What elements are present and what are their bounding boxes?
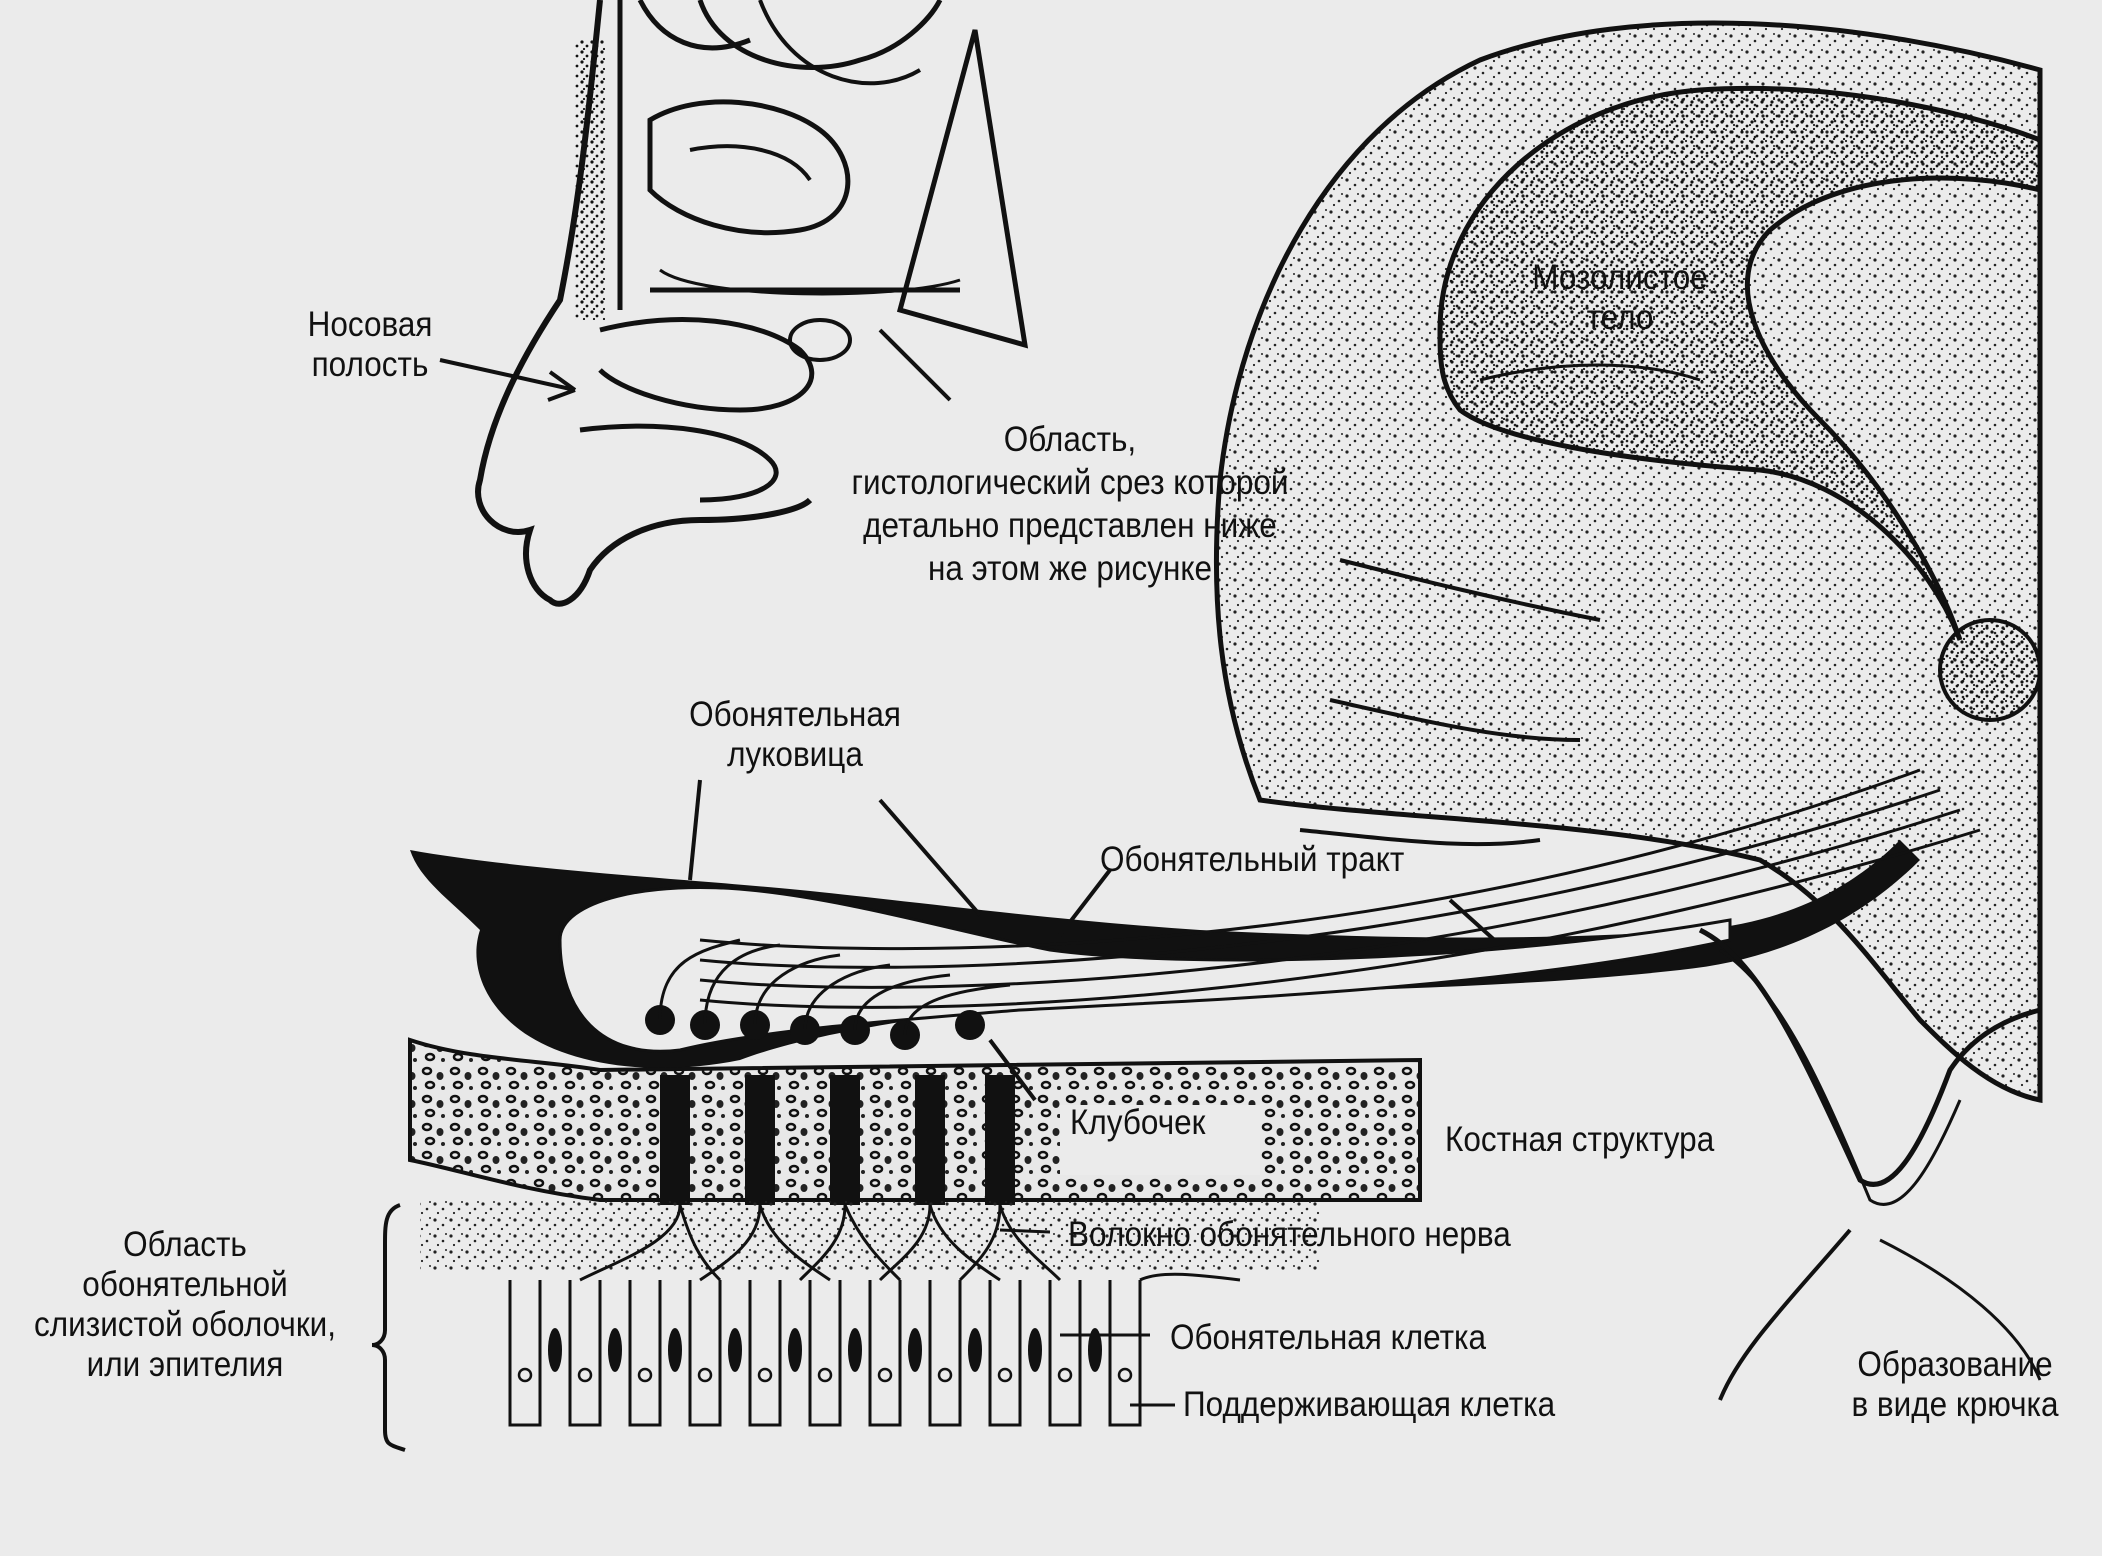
olfactory-epithelium: [371, 1200, 1320, 1452]
label-line: луковица: [727, 735, 863, 774]
label-nerve-fiber: Волокно обонятельного нерва: [1068, 1215, 1511, 1254]
label-line: в виде крючка: [1851, 1385, 2059, 1424]
label-line: Обонятельная: [689, 695, 901, 734]
label-glomerulus: Клубочек: [1070, 1103, 1206, 1142]
label-line: на этом же рисунке: [927, 549, 1213, 588]
bone-structure: [408, 1037, 1422, 1205]
olfactory-bulb: [410, 768, 2042, 1401]
label-line: Мозолистое: [1532, 258, 1708, 297]
label-olfactory-cell: Обонятельная клетка: [1170, 1318, 1486, 1357]
label-line: слизистой оболочки,: [34, 1305, 336, 1344]
label-nasal-cavity: Носовая полость: [298, 305, 442, 385]
label-olfactory-bulb: Обонятельная луковица: [674, 695, 917, 775]
label-olfactory-tract: Обонятельный тракт: [1100, 840, 1405, 879]
label-supporting-cell: Поддерживающая клетка: [1183, 1385, 1556, 1424]
label-line: Область,: [1003, 420, 1137, 459]
mitral-cells: [645, 938, 1011, 1050]
label-line: полость: [311, 345, 429, 384]
label-hook-formation: Образование в виде крючка: [1838, 1345, 2072, 1425]
brain-section: [1213, 20, 2043, 1104]
label-section-region: Область, гистологический срез которой де…: [818, 418, 1322, 590]
label-mucosa-region: Область обонятельной слизистой оболочки,…: [19, 1225, 352, 1385]
label-line: или эпителия: [86, 1345, 284, 1384]
label-line: Область: [123, 1225, 247, 1264]
label-line: Образование: [1857, 1345, 2053, 1384]
nasal-cavity-profile: [439, 0, 1029, 607]
label-corpus-callosum: Мозолистое тело: [1512, 258, 1728, 338]
label-line: детально представлен ниже: [863, 506, 1277, 545]
label-line: Носовая: [307, 305, 433, 344]
label-bone-structure: Костная структура: [1445, 1120, 1715, 1159]
label-line: обонятельной: [82, 1265, 288, 1304]
label-line: гистологический срез которой: [851, 463, 1289, 502]
label-line: тело: [1586, 298, 1654, 337]
